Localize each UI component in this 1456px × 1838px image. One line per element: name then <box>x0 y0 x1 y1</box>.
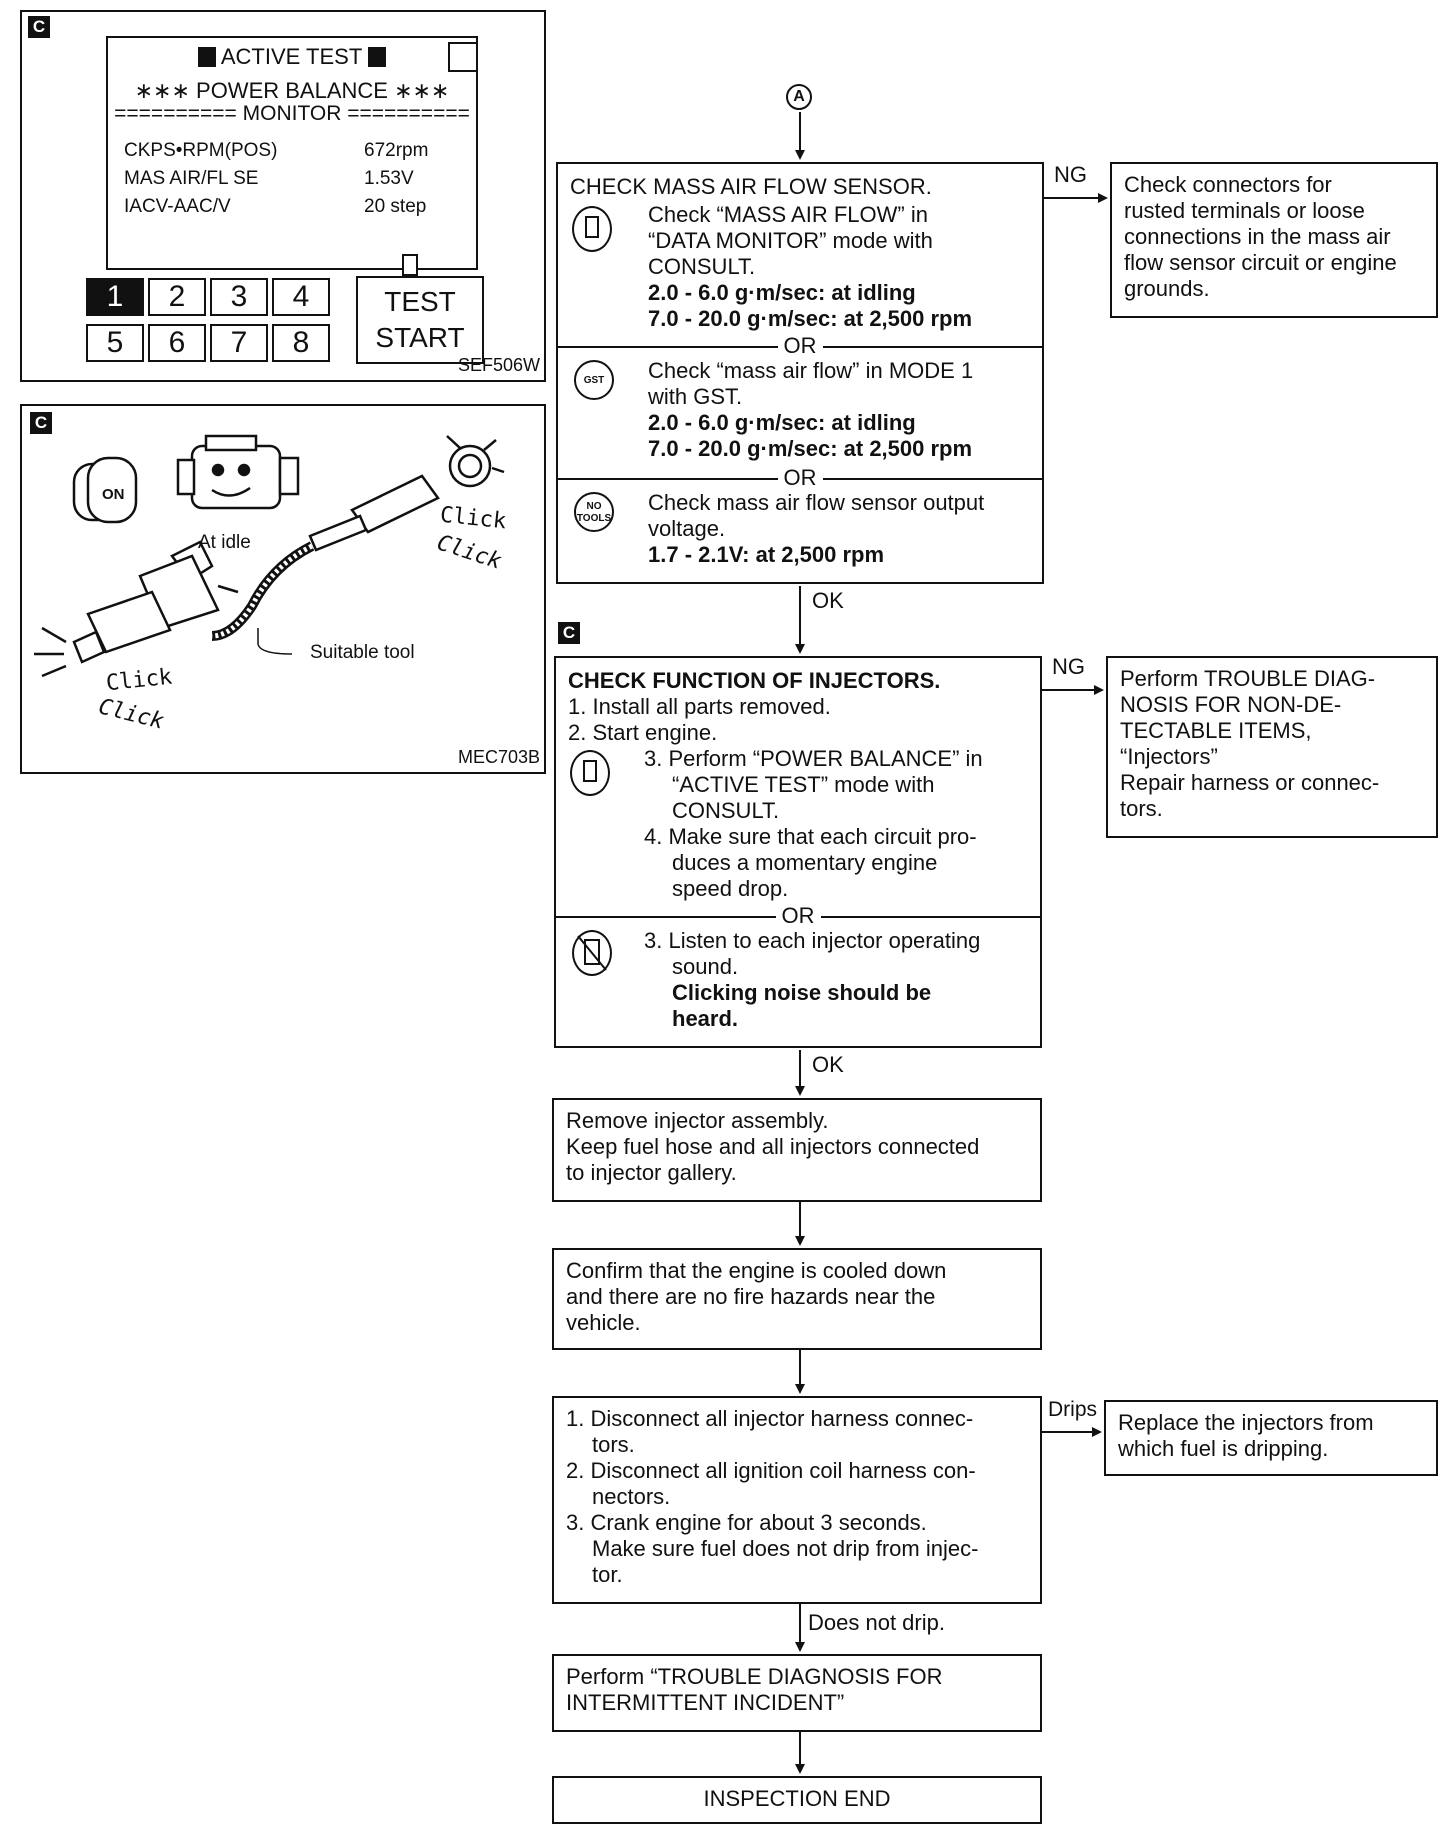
ok-label: OK <box>812 588 844 613</box>
drips-label: Drips <box>1048 1398 1098 1421</box>
consult-screen-figure: C ACTIVE TEST ∗∗∗ POWER BALANCE ∗∗∗ ====… <box>20 10 546 382</box>
key-8[interactable]: 8 <box>272 324 330 362</box>
active-test-title: ACTIVE TEST <box>108 44 476 70</box>
or-separator: OR <box>558 465 1042 490</box>
check-injectors-box: CHECK FUNCTION OF INJECTORS. 1. Install … <box>554 656 1042 1048</box>
check-connectors-box: Check connectors for rusted terminals or… <box>1110 162 1438 318</box>
key-4[interactable]: 4 <box>272 278 330 316</box>
maf-notools-text: Check mass air flow sensor output voltag… <box>648 490 985 567</box>
on-label: ON <box>102 486 125 503</box>
test-start-button[interactable]: TEST START <box>356 276 484 364</box>
suitable-tool-label: Suitable tool <box>310 642 415 663</box>
ng-label: NG <box>1054 162 1087 187</box>
figure-code: SEF506W <box>457 355 540 375</box>
confirm-engine-cooled-box: Confirm that the engine is cooled down a… <box>552 1248 1042 1350</box>
intermittent-incident-box: Perform “TROUBLE DIAGNOSIS FOR INTERMITT… <box>552 1654 1042 1732</box>
injectors-steps: 1. Install all parts removed. 2. Start e… <box>568 694 831 745</box>
maf-consult-text: Check “MASS AIR FLOW” in “DATA MONITOR” … <box>648 202 973 331</box>
ng-label: NG <box>1052 654 1085 679</box>
maf-gst-text: Check “mass air flow” in MODE 1 with GST… <box>648 358 974 461</box>
monitor-row: CKPS•RPM(POS)672rpm <box>124 140 429 161</box>
figure-code: MEC703B <box>457 747 540 767</box>
trouble-diagnosis-box: Perform TROUBLE DIAG- NOSIS FOR NON-DE- … <box>1106 656 1438 838</box>
consult-icon <box>570 750 610 796</box>
check-mass-air-flow-box: CHECK MASS AIR FLOW SENSOR. Check “MASS … <box>556 162 1044 584</box>
injector-marker-c: C <box>558 622 580 644</box>
engine-face-icon <box>176 434 300 510</box>
key-1[interactable]: 1 <box>86 278 144 316</box>
no-consult-icon <box>572 930 612 976</box>
gst-icon: GST <box>574 360 614 400</box>
checkbox-icon <box>448 42 478 72</box>
injectors-consult-steps: 3. Perform “POWER BALANCE” in “ACTIVE TE… <box>644 746 983 901</box>
disconnect-connectors-box: 1. Disconnect all injector harness conne… <box>552 1396 1042 1604</box>
does-not-drip-label: Does not drip. <box>808 1610 945 1635</box>
key-3[interactable]: 3 <box>210 278 268 316</box>
key-6[interactable]: 6 <box>148 324 206 362</box>
remove-injector-box: Remove injector assembly. Keep fuel hose… <box>552 1098 1042 1202</box>
ok-label: OK <box>812 1052 844 1077</box>
injector-icon <box>34 540 293 678</box>
stethoscope-tool-icon <box>211 435 505 641</box>
consult-display: ACTIVE TEST ∗∗∗ POWER BALANCE ∗∗∗ ======… <box>106 36 478 276</box>
maf-title: CHECK MASS AIR FLOW SENSOR. <box>570 174 932 199</box>
illus-marker-c: C <box>30 412 52 434</box>
consult-icon <box>572 206 612 252</box>
or-separator: OR <box>556 903 1040 928</box>
key-2[interactable]: 2 <box>148 278 206 316</box>
scroll-hand-icon <box>402 254 418 276</box>
no-tools-icon: NO TOOLS <box>574 492 614 532</box>
ignition-key-icon <box>72 456 138 524</box>
injectors-title: CHECK FUNCTION OF INJECTORS. <box>568 668 941 693</box>
inspection-end-box: INSPECTION END <box>552 1776 1042 1824</box>
key-7[interactable]: 7 <box>210 324 268 362</box>
injector-click-illustration: C <box>20 404 546 774</box>
illustration-drawing <box>34 434 505 678</box>
connector-a: A <box>786 84 812 110</box>
block-icon <box>197 47 216 67</box>
injectors-listen-text: 3. Listen to each injector operating sou… <box>644 928 981 1031</box>
power-balance-title: ∗∗∗ POWER BALANCE ∗∗∗ <box>134 78 450 103</box>
key-5[interactable]: 5 <box>86 324 144 362</box>
block-icon <box>368 47 387 67</box>
monitor-header: ========== MONITOR ========== <box>114 102 470 125</box>
consult-marker-c: C <box>28 16 50 38</box>
replace-injectors-box: Replace the injectors from which fuel is… <box>1104 1400 1438 1476</box>
or-separator: OR <box>558 333 1042 358</box>
at-idle-label: At idle <box>198 532 251 553</box>
